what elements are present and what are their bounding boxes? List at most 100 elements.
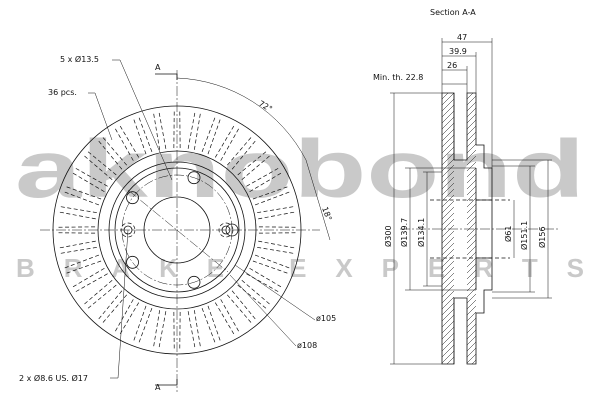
bolt-holes-leader [112,59,173,181]
hatch-line [466,155,477,166]
cut-label-top: A [155,63,161,72]
rotor-profile [441,92,493,365]
hatch-line [441,314,455,328]
hatch-line [466,119,477,130]
hatch-line [441,128,455,142]
hatch-line [441,104,455,118]
vane-line [207,305,221,342]
hatch-line [441,296,455,310]
dim-d1397-label: Ø139.7 [399,218,409,247]
vents-leader [88,92,113,141]
vane-line [153,310,161,348]
watermark-tagline: BRAKE EXPERTS [16,253,584,283]
min-thickness-label: Min. th. 22.8 [373,73,423,82]
hatch-line [441,182,455,196]
dim-d61-label: Ø61 [503,226,513,242]
vane-line [138,307,153,344]
hatch-line [466,317,477,328]
hatch-line [466,209,477,220]
dia-105-leader [234,264,316,321]
hatch-line [441,134,455,148]
vane-line [97,290,123,321]
hatch-line [441,212,455,226]
vane-line [86,284,117,310]
aux-holes-label: 2 x Ø8.6 US. Ø17 [19,373,88,383]
bolt-holes-label: 5 x Ø13.5 [60,54,99,64]
hatch-line [466,335,477,346]
hatch-line [441,164,455,178]
hatch-line [441,158,455,172]
vane-line [158,311,167,349]
hatch-line [466,173,477,184]
vane-line [101,294,128,324]
vents-label: 36 pcs. [48,88,77,97]
hatch-line [466,281,477,292]
hatch-line [466,257,477,268]
hatch-line [466,287,477,298]
hatch-line [441,308,455,322]
hatch-line [466,131,477,142]
hatch-line [466,311,477,322]
hatch-line [466,341,477,352]
dia-108-leader [229,274,297,347]
hatch-line [441,290,455,304]
cut-label-bottom: A [155,383,161,392]
hatch-line [466,269,477,280]
hatch-line [466,203,477,214]
hatch-line [466,161,477,172]
hatch-line [466,263,477,274]
hatch-line [466,197,477,208]
hatch-line [466,305,477,316]
vane-line [254,254,291,269]
hatch-line [441,320,455,334]
hatch-line [466,245,477,256]
vane-line [258,240,296,249]
vane-line [237,284,268,310]
hatch-line [441,278,455,292]
angle-18-leader [305,159,331,241]
hatch-line [466,107,477,118]
hatch-line [441,236,455,250]
vane-line [187,311,196,349]
vane-line [133,305,147,342]
vane-line [226,294,253,324]
hatch-line [441,116,455,130]
hatch-line [466,149,477,160]
dim-d1341-label: Ø134.1 [416,218,426,247]
hatch-line [441,302,455,316]
section-title: Section A-A [430,8,476,17]
hatch-line [441,272,455,286]
hatch-line [441,152,455,166]
bolt-hole [187,275,201,289]
hatch-line [466,125,477,136]
hatch-line [441,350,455,364]
hatch-line [441,140,455,154]
hatch-line [466,137,477,148]
vane-line [58,240,96,249]
section-hatching [441,92,477,365]
hatch-line [466,185,477,196]
hatch-line [471,359,477,365]
hatch-line [441,92,449,100]
hatch-line [466,251,477,262]
hatch-line [441,230,455,244]
hatch-line [441,146,455,160]
hatch-line [441,338,455,352]
dim-d1511-label: Ø151.1 [519,221,529,250]
dim-399-label: 39.9 [449,47,467,56]
diagonal-center-line [127,189,229,273]
hatch-line [441,122,455,136]
hatch-line [466,143,477,154]
hatch-line [466,92,474,100]
hatch-line [466,215,477,226]
width-dimensions: 47 39.9 26 Min. th. 22.8 [373,33,493,168]
hatch-line [441,98,455,112]
hatch-line [441,254,455,268]
hatch-line [441,206,455,220]
hatch-line [441,344,455,358]
hatch-line [466,101,477,112]
hatch-line [466,275,477,286]
hatch-line [441,260,455,274]
dia-108-label: ø108 [297,341,317,350]
